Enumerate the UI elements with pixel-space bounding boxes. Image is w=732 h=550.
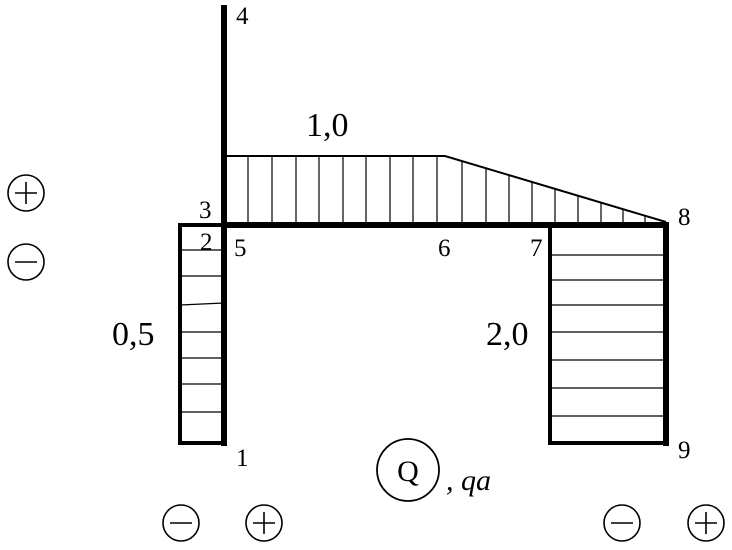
caption-units: , qa	[446, 464, 491, 497]
caption-circle	[376, 438, 440, 502]
frame-structure	[221, 5, 669, 446]
node-label-4: 4	[236, 3, 249, 30]
node-label-1: 1	[236, 445, 249, 472]
right-column-diagram	[548, 223, 668, 445]
node-label-9: 9	[678, 437, 691, 464]
node-label-2: 2	[200, 229, 213, 256]
node-label-7: 7	[530, 235, 543, 262]
right-column-outline	[548, 223, 668, 445]
node-label-3: 3	[199, 197, 212, 224]
value-label-left: 0,5	[112, 316, 155, 353]
sign-plus-bottom-left	[245, 504, 283, 542]
value-label-right: 2,0	[486, 316, 529, 353]
node-label-8: 8	[678, 204, 691, 231]
value-label-top: 1,0	[306, 107, 349, 144]
diagram-caption: Q , qa	[376, 438, 491, 502]
node-label-6: 6	[438, 235, 451, 262]
left-column-outline	[178, 223, 226, 445]
top-beam-diagram	[224, 155, 667, 225]
caption-symbol: Q	[397, 455, 419, 488]
sign-minus-bottom-left	[162, 504, 200, 542]
top-diagram-outline	[224, 155, 667, 223]
sign-minus-bottom-right	[603, 504, 641, 542]
sign-plus-bottom-right	[687, 504, 725, 542]
sign-minus-left-legend	[7, 243, 45, 281]
left-column-diagram	[178, 223, 226, 445]
node-label-5: 5	[234, 235, 247, 262]
sign-plus-left-legend	[7, 174, 45, 212]
